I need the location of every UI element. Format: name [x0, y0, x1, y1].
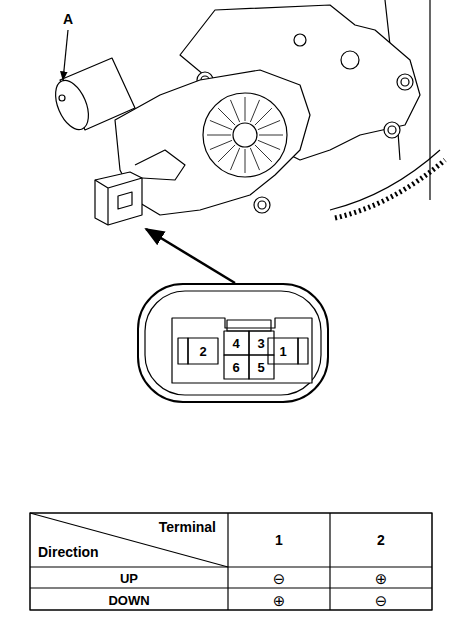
gear-rib [218, 108, 235, 125]
table-rule [30, 587, 432, 588]
connector-tab [178, 338, 188, 364]
connector-face [172, 318, 312, 383]
gearbox-housing [115, 70, 310, 215]
gear-rib [230, 100, 239, 122]
motor-end-cap [49, 76, 95, 135]
table-rule [329, 513, 330, 610]
connector-boss [135, 150, 185, 180]
pin-number: 3 [257, 337, 264, 350]
table-header: 1 [275, 533, 283, 547]
table-cell: ⊖ [273, 571, 286, 586]
connector-key [227, 320, 271, 331]
gear-rib [218, 145, 235, 162]
connector-tab [298, 338, 308, 364]
view-arrow [146, 229, 235, 283]
terminal-cell [224, 355, 249, 379]
table-cell: ⊕ [375, 571, 388, 586]
terminal-cell [249, 331, 274, 355]
bolt [254, 197, 270, 213]
gear-cover [203, 93, 287, 177]
terminal-cell [268, 338, 298, 364]
pin-number: 1 [279, 345, 286, 358]
bracket-hole [294, 34, 306, 46]
table-cell: DOWN [108, 594, 149, 607]
table-diagonal [30, 513, 228, 567]
table-header: Direction [38, 545, 99, 559]
gear-rib [255, 108, 272, 125]
gear-rib [250, 100, 259, 122]
gear-rib [210, 140, 232, 149]
gear-rib [259, 135, 283, 136]
table-cell: ⊖ [375, 593, 388, 608]
gear-hub [233, 123, 257, 147]
gear-rib [207, 135, 231, 136]
gear-rib [250, 148, 259, 170]
door-panel-edge [429, 0, 430, 200]
terminal-cell [188, 338, 218, 364]
connector-view-frame [145, 291, 321, 395]
gear-rib [258, 140, 280, 149]
motor-connector [95, 178, 142, 225]
bracket-hole [341, 51, 359, 69]
gear-rib [245, 97, 246, 121]
terminal-cell [249, 355, 274, 379]
bolt [384, 122, 400, 138]
sector-gear-teeth [335, 160, 445, 218]
bolt [397, 74, 413, 90]
motor-shaft-end [59, 95, 65, 101]
gear-rib [230, 148, 239, 170]
table-cell: UP [120, 572, 138, 585]
gear-ribs [207, 97, 283, 173]
pin-number: 2 [199, 345, 206, 358]
gear-rib [245, 149, 246, 173]
table-cell: ⊕ [273, 593, 286, 608]
table-header: Terminal [159, 520, 216, 534]
callout-letter: A [63, 12, 73, 26]
sector-gear [330, 150, 440, 210]
table-rule [227, 513, 228, 610]
gear-rib [210, 120, 232, 129]
pin-number: 5 [257, 361, 264, 374]
pin-number: 6 [232, 361, 239, 374]
table-rule [30, 566, 432, 567]
table-header: 2 [377, 533, 385, 547]
connector-view-frame [138, 284, 328, 402]
connector-latch [118, 192, 132, 209]
gear-rib [258, 120, 280, 129]
terminal-cell [224, 331, 249, 355]
table-frame [30, 513, 432, 610]
motor-connector [95, 172, 142, 225]
gear-rib [255, 145, 272, 162]
callout-leader [63, 30, 68, 80]
pin-number: 4 [232, 337, 239, 350]
